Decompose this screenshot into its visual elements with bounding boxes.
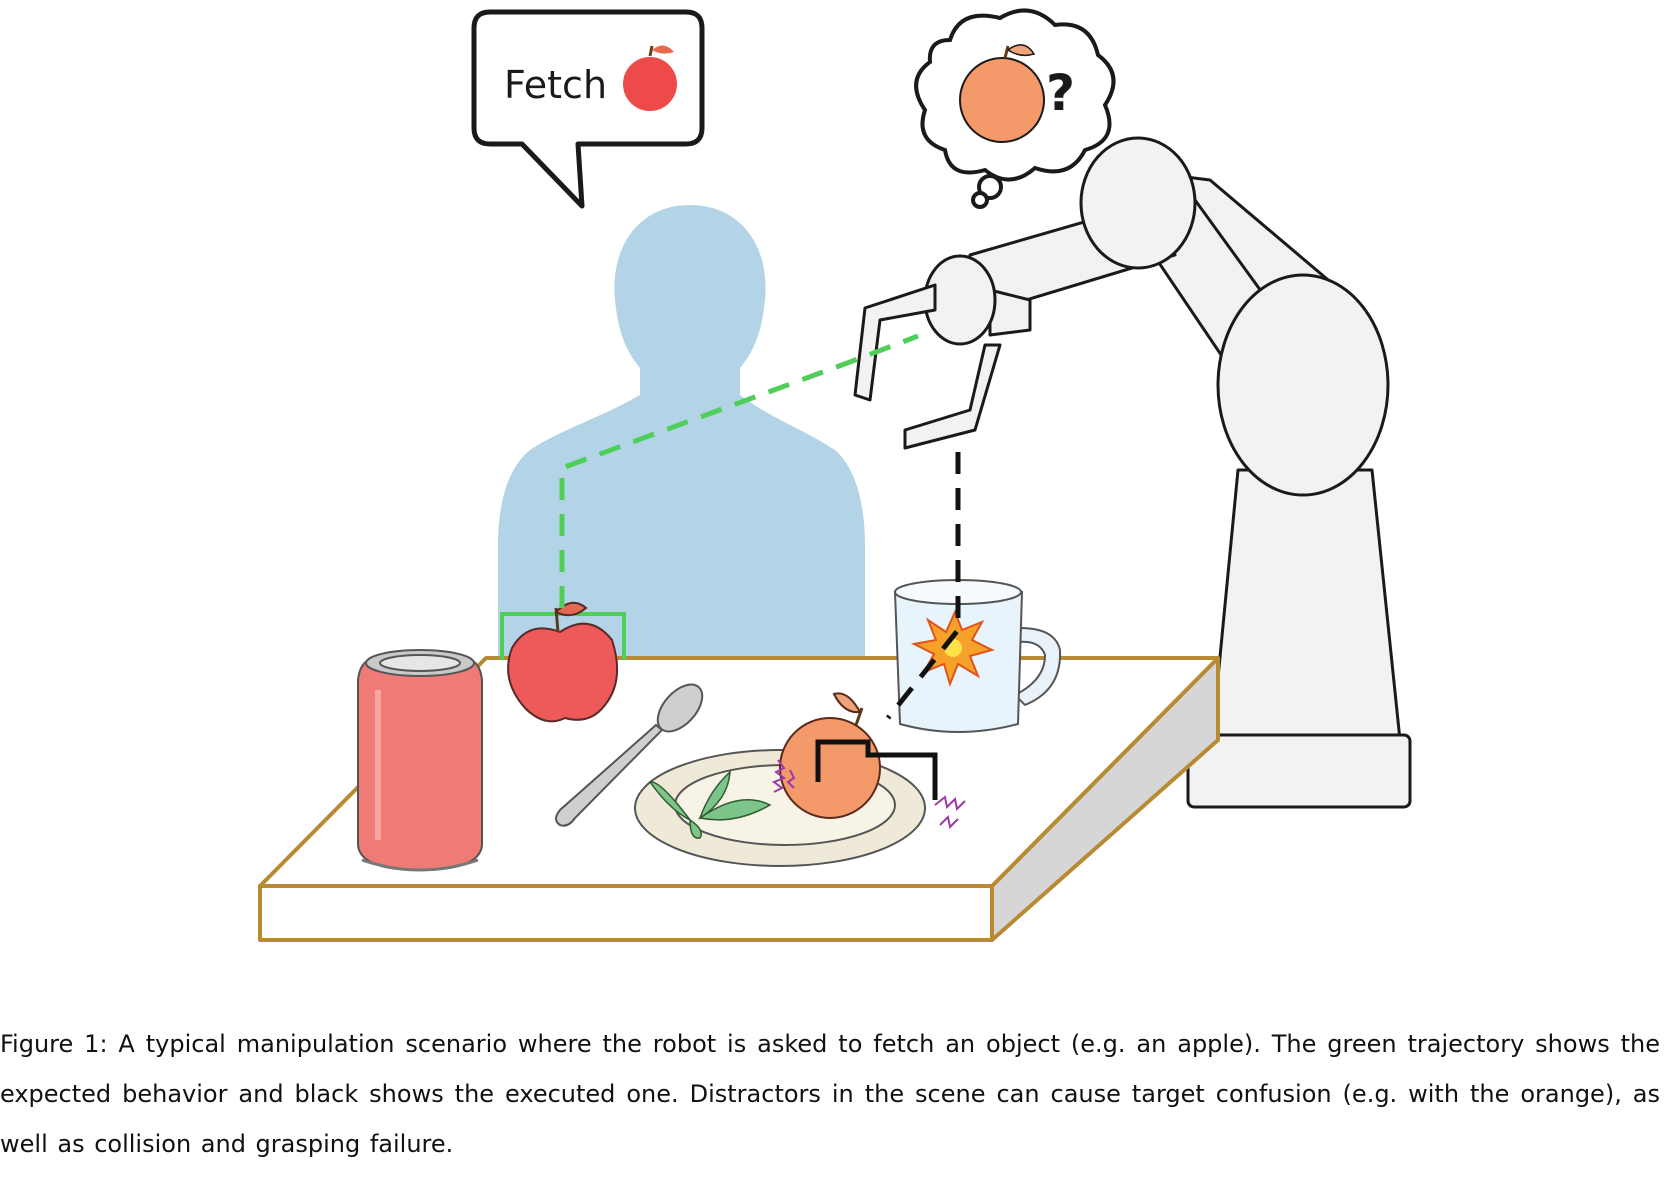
thought-bubble: ?	[914, 8, 1116, 209]
robot-shoulder-joint	[1079, 136, 1197, 270]
apple	[507, 601, 619, 723]
robot-elbow-joint	[1216, 273, 1390, 497]
robot-base-link	[1210, 468, 1402, 742]
executed-trajectory	[886, 452, 961, 720]
speech-bubble-text: Fetch	[504, 63, 607, 107]
failed-grasp-gripper	[815, 739, 938, 800]
robot-base	[1186, 733, 1412, 809]
collision-starburst	[910, 609, 995, 688]
spoon	[555, 683, 704, 827]
expected-trajectory	[559, 333, 919, 608]
gripper-finger-left	[853, 283, 937, 402]
scene-illustration: Fetch ?	[258, 8, 1412, 942]
apple-icon	[623, 45, 677, 111]
robot-arm	[853, 136, 1412, 809]
gripper-finger-right	[903, 343, 1002, 450]
collision-marks	[771, 759, 966, 830]
speech-bubble: Fetch	[471, 9, 705, 209]
leaves	[648, 770, 772, 839]
human-silhouette	[498, 205, 865, 660]
soda-can	[357, 649, 483, 872]
table-front-face	[258, 884, 994, 942]
figure-caption: Figure 1: A typical manipulation scenari…	[0, 1030, 1660, 1158]
question-mark: ?	[1046, 64, 1075, 122]
orange-icon	[959, 44, 1045, 143]
